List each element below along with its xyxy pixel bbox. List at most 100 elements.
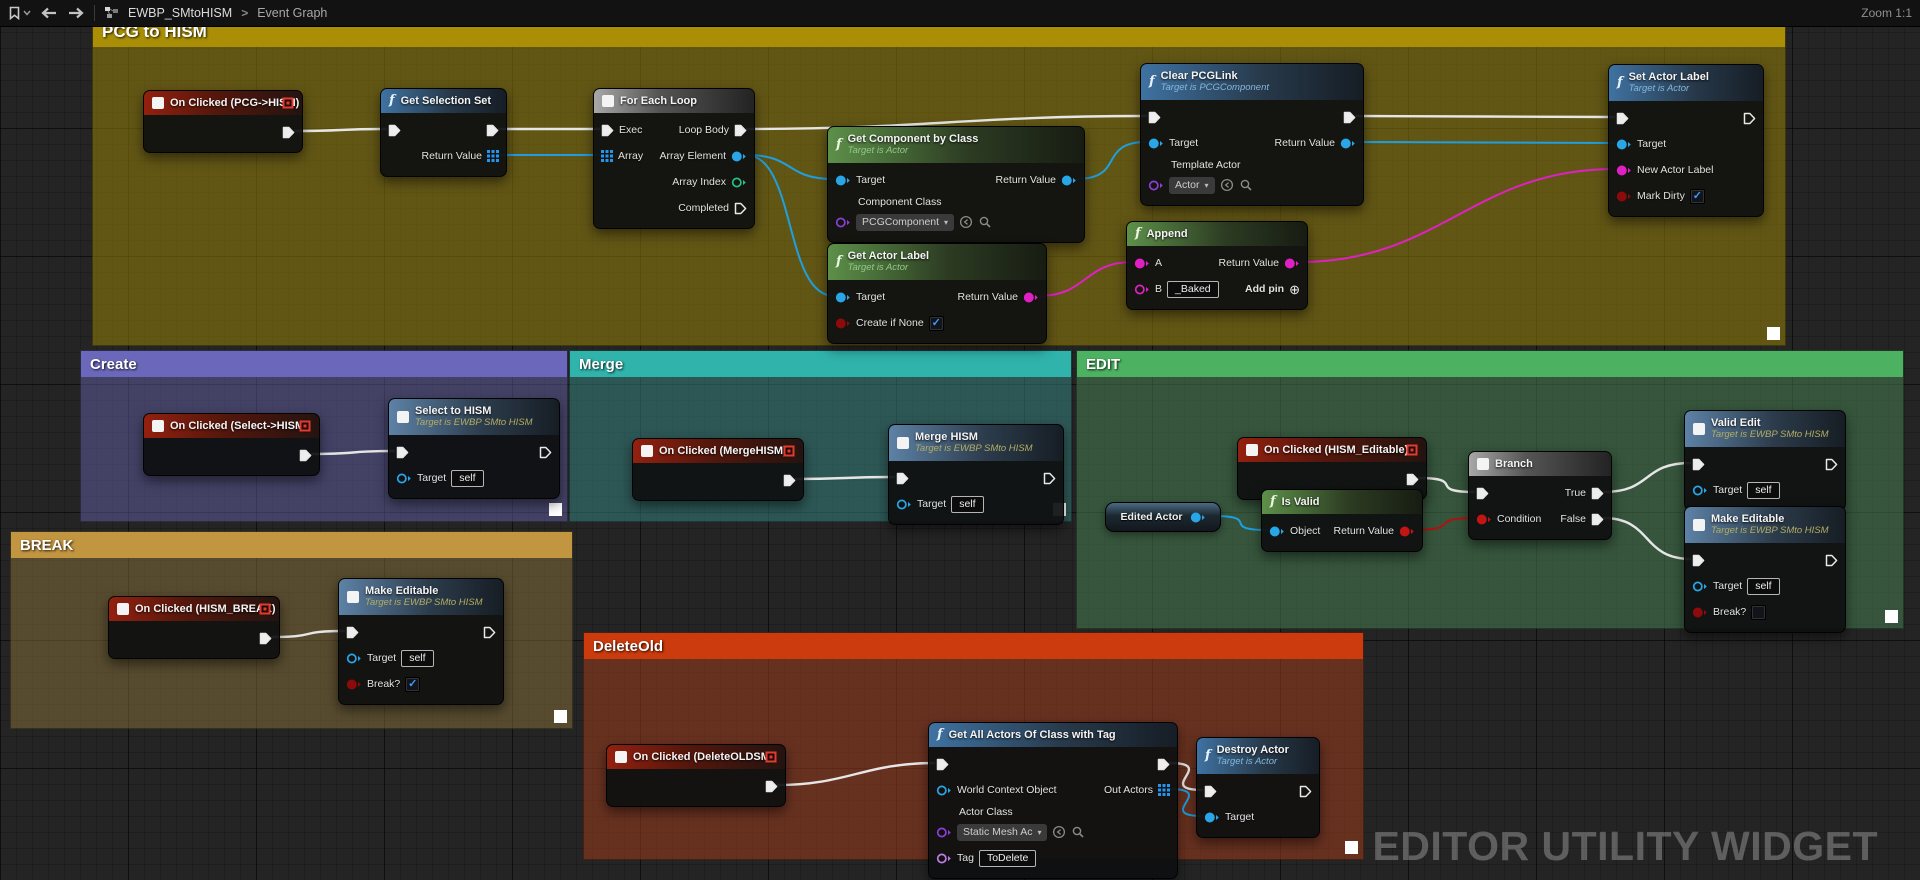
node-onclick-break[interactable]: On Clicked (HISM_BREAK) [108,596,280,659]
string-pin[interactable] [1616,164,1632,177]
wire-obj[interactable] [1354,141,1616,144]
exec-pin[interactable] [1043,472,1056,485]
wire-obj[interactable] [745,154,835,180]
obj-pin[interactable] [936,784,952,797]
text-field[interactable]: self [1747,481,1780,499]
text-field[interactable]: self [451,469,484,487]
exec-pin[interactable] [486,124,499,137]
wire-exec[interactable] [270,629,346,639]
exec-pin[interactable] [896,472,909,485]
obj-pin[interactable] [396,472,412,485]
exec-pin[interactable] [765,780,778,793]
wire-exec[interactable] [794,475,896,481]
node-header[interactable]: On Clicked (MergeHISM) [633,439,803,463]
exec-pin[interactable] [346,626,359,639]
obj-pin[interactable] [1340,137,1356,150]
delegate-pin[interactable] [282,97,294,109]
string-pin[interactable] [1134,257,1150,270]
node-header[interactable]: On Clicked (DeleteOLDSM) [607,745,785,769]
node-header[interactable]: For Each Loop [594,89,754,113]
breadcrumb-blueprint-name[interactable]: EWBP_SMtoHISM [128,6,233,20]
delegate-pin[interactable] [1406,444,1418,456]
class-pin[interactable] [936,826,952,839]
exec-pin[interactable] [783,474,796,487]
exec-pin[interactable] [396,446,409,459]
breadcrumb-event-graph[interactable]: Event Graph [257,6,328,20]
exec-pin[interactable] [734,202,747,215]
exec-pin[interactable] [1616,112,1629,125]
wire-obj[interactable] [1168,788,1204,817]
wire-exec[interactable] [1168,761,1204,792]
delegate-pin[interactable] [783,445,795,457]
obj-pin[interactable] [1190,511,1206,524]
comment-title-bar[interactable]: Merge [570,351,1071,377]
int-pin[interactable] [731,176,747,189]
exec-pin[interactable] [483,626,496,639]
array-pin[interactable] [601,150,613,162]
string-pin[interactable] [1134,283,1150,296]
wire-bool[interactable] [1413,517,1476,531]
wire-exec[interactable] [293,127,388,133]
class-dropdown[interactable]: Static Mesh Ac▾ [957,823,1048,841]
obj-pin[interactable] [835,291,851,304]
exec-pin[interactable] [1204,785,1217,798]
exec-pin[interactable] [388,124,401,137]
browse-asset-icon[interactable] [1071,825,1085,839]
wire-exec[interactable] [310,449,396,456]
use-asset-icon[interactable] [1220,178,1234,192]
bool-pin[interactable] [1616,190,1632,203]
bool-pin[interactable] [1399,525,1415,538]
obj-pin[interactable] [1616,138,1632,151]
node-onclick-merge[interactable]: On Clicked (MergeHISM) [632,438,804,501]
obj-pin[interactable] [346,652,362,665]
node-onclick-pcg[interactable]: On Clicked (PCG->HISM) [143,90,303,153]
exec-pin[interactable] [282,126,295,139]
checkbox[interactable]: ✓ [928,315,944,331]
obj-pin[interactable] [1692,484,1708,497]
add-pin-button[interactable]: Add pin⊕ [1245,281,1300,297]
array-pin[interactable] [487,150,499,162]
resize-handle[interactable] [1885,610,1898,623]
string-pin[interactable] [1284,257,1300,270]
obj-pin[interactable] [1061,174,1077,187]
checkbox[interactable]: ✓ [405,676,421,692]
text-field[interactable]: _Baked [1167,280,1219,298]
obj-pin[interactable] [835,174,851,187]
exec-pin[interactable] [1343,111,1356,124]
node-header[interactable]: On Clicked (Select->HISM) [144,414,319,438]
delegate-pin[interactable] [259,603,271,615]
exec-pin[interactable] [1299,785,1312,798]
exec-pin[interactable] [299,449,312,462]
browse-asset-icon[interactable] [978,215,992,229]
class-pin[interactable] [835,216,851,229]
checkbox[interactable]: ✓ [1689,188,1705,204]
string-pin[interactable] [1023,291,1039,304]
text-field[interactable]: self [951,495,984,513]
exec-pin[interactable] [1692,458,1705,471]
node-header[interactable]: On Clicked (PCG->HISM) [144,91,302,115]
exec-pin[interactable] [1825,554,1838,567]
comment-title-bar[interactable]: DeleteOld [584,633,1363,659]
wire-exec[interactable] [1354,114,1616,119]
exec-pin[interactable] [1743,112,1756,125]
wire-string[interactable] [1037,261,1134,297]
class-dropdown[interactable]: Actor▾ [1169,176,1215,194]
